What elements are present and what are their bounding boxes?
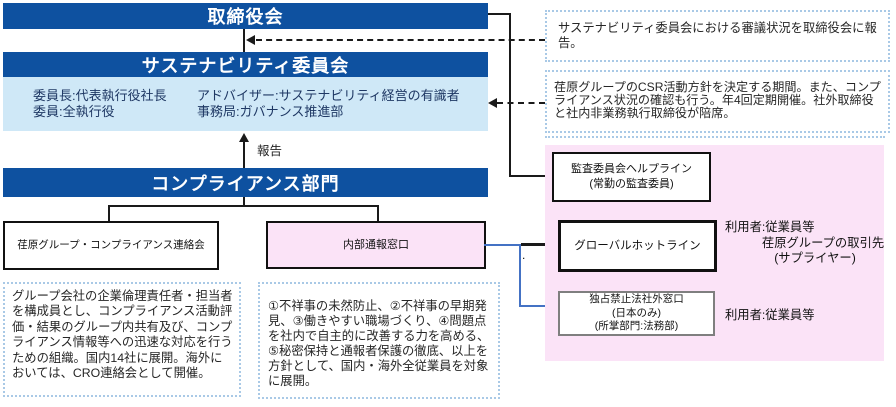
connector-to-audit-helpline bbox=[511, 175, 552, 177]
audit-helpline-box: 監査委員会ヘルプライン (常勤の監査委員) bbox=[552, 152, 711, 202]
group-liaison-box: 荏原グループ・コンプライアンス連絡会 bbox=[3, 221, 219, 270]
stray-dot: . bbox=[522, 248, 526, 262]
note-liaison-text: グループ会社の企業倫理責任者・担当者を構成員とし、コンプライアンス活動評価・結果… bbox=[12, 289, 233, 381]
report-arrow-line bbox=[243, 141, 245, 168]
internal-report-desk-label: 内部通報窓口 bbox=[343, 238, 409, 251]
compliance-division-box: コンプライアンス部門 bbox=[3, 168, 488, 197]
internal-report-desk-box: 内部通報窓口 bbox=[266, 221, 486, 269]
dashed-line-board-report bbox=[256, 39, 545, 41]
dashed-arrow-left-icon-2 bbox=[488, 98, 497, 108]
note-liaison: グループ会社の企業倫理責任者・担当者を構成員とし、コンプライアンス活動評価・結果… bbox=[3, 282, 241, 397]
black-connector-global-hotline bbox=[521, 243, 558, 246]
blue-connector-h1 bbox=[484, 244, 521, 246]
report-arrow-label: 報告 bbox=[257, 144, 283, 158]
note-hotline-policy-text: ①不祥事の未然防止、②不祥事の早期発見、③働きやすい職場づくり、④問題点を社内で… bbox=[268, 299, 490, 388]
dashed-arrow-left-icon bbox=[246, 35, 255, 45]
tree-connector-cross bbox=[108, 205, 379, 207]
tree-connector-left-drop bbox=[108, 205, 110, 222]
compliance-division-label: コンプライアンス部門 bbox=[151, 173, 340, 194]
blue-connector-v bbox=[519, 244, 521, 307]
sustainability-committee-box: サステナビリティ委員会 bbox=[3, 52, 488, 77]
antimonopoly-users: 利用者:従業員等 bbox=[725, 308, 815, 322]
antimonopoly-desk-label: 独占禁止法社外窓口 (日本のみ) (所掌部門:法務部) bbox=[589, 293, 684, 333]
antimonopoly-desk-box: 独占禁止法社外窓口 (日本のみ) (所掌部門:法務部) bbox=[558, 291, 715, 336]
note-board-role: 荏原グループのCSR活動方針を決定する期間。また、コンプライアンス状況の確認も行… bbox=[545, 70, 890, 133]
pink-panel-dotted-border bbox=[545, 136, 885, 138]
connector-board-right-h bbox=[488, 13, 510, 15]
note-board-report: サステナビリティ委員会における審議状況を取締役会に報告。 bbox=[545, 10, 890, 62]
committee-detail-box: 委員長:代表執行役社長 委員:全執行役 アドバイザー:サステナビリティ経営の有識… bbox=[3, 77, 488, 131]
global-hotline-box: グローバルホットライン bbox=[558, 220, 717, 272]
global-hotline-label: グローバルホットライン bbox=[574, 239, 701, 252]
committee-detail-left: 委員長:代表執行役社長 委員:全執行役 bbox=[33, 88, 167, 119]
connector-board-right-v bbox=[509, 13, 511, 177]
report-arrow-up-icon bbox=[239, 133, 249, 142]
sustainability-committee-label: サステナビリティ委員会 bbox=[141, 55, 350, 76]
tree-connector-right-drop bbox=[377, 205, 379, 222]
tree-connector-stem bbox=[243, 197, 245, 207]
dashed-line-committee-note bbox=[497, 102, 545, 104]
group-liaison-label: 荏原グループ・コンプライアンス連絡会 bbox=[17, 239, 205, 251]
connector-board-committee bbox=[243, 29, 245, 52]
global-hotline-users: 利用者:従業員等 荏原グループの取引先 (サプライヤー) bbox=[725, 220, 885, 265]
board-of-directors-label: 取締役会 bbox=[207, 7, 284, 27]
note-hotline-policy: ①不祥事の未然防止、②不祥事の早期発見、③働きやすい職場づくり、④問題点を社内で… bbox=[258, 282, 500, 399]
note-board-report-text: サステナビリティ委員会における審議状況を取締役会に報告。 bbox=[558, 20, 877, 50]
board-of-directors-box: 取締役会 bbox=[3, 3, 488, 29]
note-board-role-text: 荏原グループのCSR活動方針を決定する期間。また、コンプライアンス状況の確認も行… bbox=[554, 80, 881, 120]
audit-helpline-label: 監査委員会ヘルプライン (常勤の監査委員) bbox=[571, 163, 692, 190]
committee-detail-right: アドバイザー:サステナビリティ経営の有識者 事務局:ガバナンス推進部 bbox=[197, 88, 460, 119]
blue-connector-h2 bbox=[519, 305, 558, 307]
